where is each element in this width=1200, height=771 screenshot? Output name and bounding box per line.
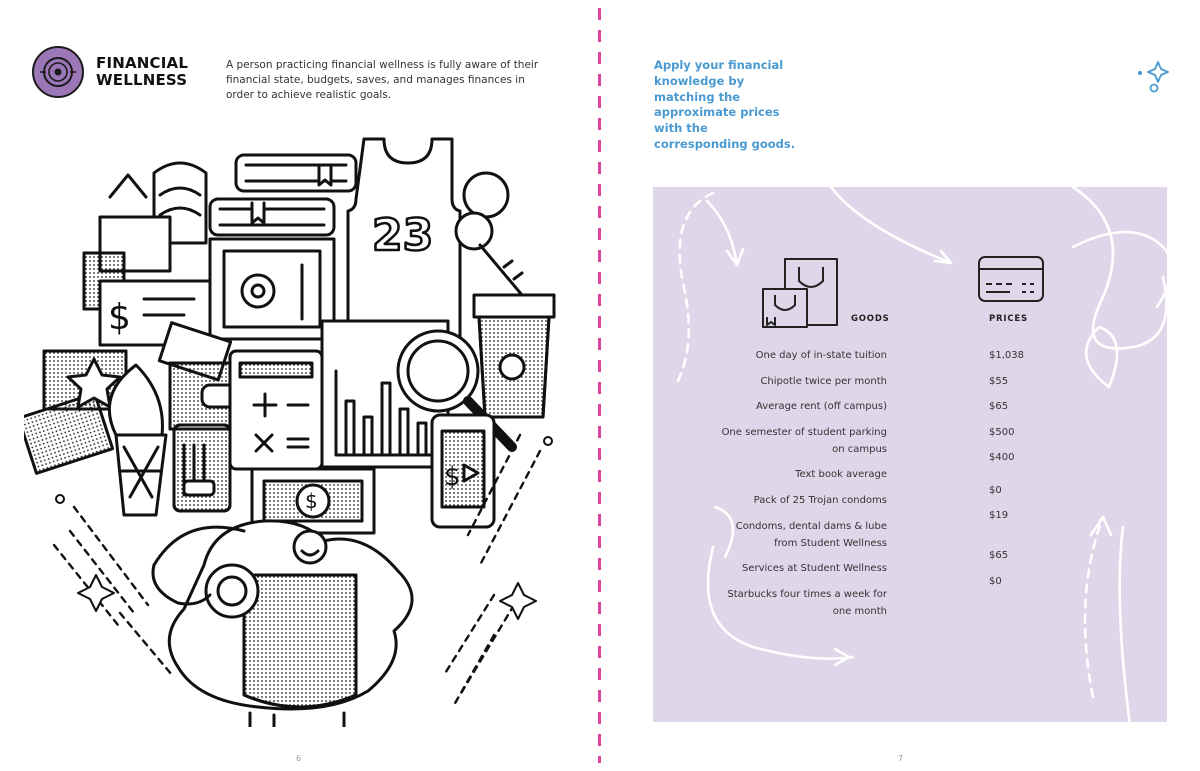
goods-item: Condoms, dental dams & lube from Student… [735, 520, 887, 549]
bill-dollar-sign: $ [305, 489, 318, 513]
financial-illustration: 23 [24, 137, 556, 727]
goods-item: Average rent (off campus) [756, 401, 887, 413]
page-number-left: 6 [296, 754, 302, 763]
sparkle-cluster-icon [1138, 61, 1169, 93]
dot-ornament [55, 494, 65, 504]
burrito-icon [98, 161, 208, 273]
price-item: $1,038 [989, 350, 1024, 361]
left-page: FINANCIAL WELLNESS A person practicing f… [0, 0, 598, 771]
goods-list: One day of in-state tuition Chipotle twi… [713, 347, 887, 628]
price-item: $19 [989, 510, 1009, 521]
goods-item: Text book average [795, 469, 887, 481]
shopping-bags-icon [762, 258, 838, 328]
decorative-arrows [675, 187, 1167, 722]
price-item: $500 [989, 426, 1015, 438]
safe-icon [208, 237, 336, 341]
goods-item: One day of in-state tuition [755, 350, 887, 361]
matching-panel: GOODS PRICES One day of in-state tuition… [653, 187, 1167, 722]
books-icon [208, 153, 358, 237]
goods-item: Pack of 25 Trojan condoms [753, 494, 887, 506]
goods-header: GOODS [851, 314, 890, 324]
financial-wellness-badge-icon [32, 46, 84, 98]
phone-icon: $ [430, 413, 496, 529]
sparkle-icon [499, 582, 537, 620]
check-dollar-sign: $ [108, 297, 131, 338]
price-item: $65 [989, 401, 1009, 412]
coffee-cup-icon [472, 293, 556, 419]
calculator-icon [228, 349, 324, 471]
price-item: $0 [989, 485, 1002, 496]
price-item: $400 [989, 452, 1015, 463]
credit-cards-icon [172, 423, 232, 513]
decorative-dashes [52, 433, 542, 707]
goods-item: Chipotle twice per month [760, 375, 887, 387]
goods-item: Starbucks four times a week for one mont… [727, 588, 887, 617]
price-item: $55 [989, 375, 1009, 387]
right-page: Apply your financial knowledge by matchi… [602, 0, 1200, 771]
goods-item: One semester of student parking on campu… [721, 426, 887, 455]
credit-card-icon [978, 256, 1044, 302]
ram-mascot-icon [151, 519, 414, 727]
sparkle-icon [77, 574, 115, 612]
coin-icon [40, 57, 76, 87]
section-title: FINANCIAL WELLNESS [96, 54, 189, 89]
keys-icon [454, 171, 524, 297]
price-list: $1,038 $55 $65 $500 $400 $0 $19 $65 $0 [989, 348, 1069, 590]
dot-ornament [543, 436, 553, 446]
ice-cream-icon [107, 363, 168, 517]
jersey-number: 23 [372, 210, 433, 261]
page-number-right: 7 [898, 754, 904, 763]
goods-item: Services at Student Wellness [741, 563, 887, 575]
instruction-text: Apply your financial knowledge by matchi… [654, 58, 796, 151]
price-item: $0 [989, 575, 1002, 587]
page-divider [598, 8, 601, 763]
price-item: $65 [989, 550, 1009, 561]
intro-paragraph: A person practicing financial wellness i… [226, 59, 539, 101]
phone-dollar-sign: $ [444, 462, 461, 492]
prices-header: PRICES [989, 314, 1028, 324]
